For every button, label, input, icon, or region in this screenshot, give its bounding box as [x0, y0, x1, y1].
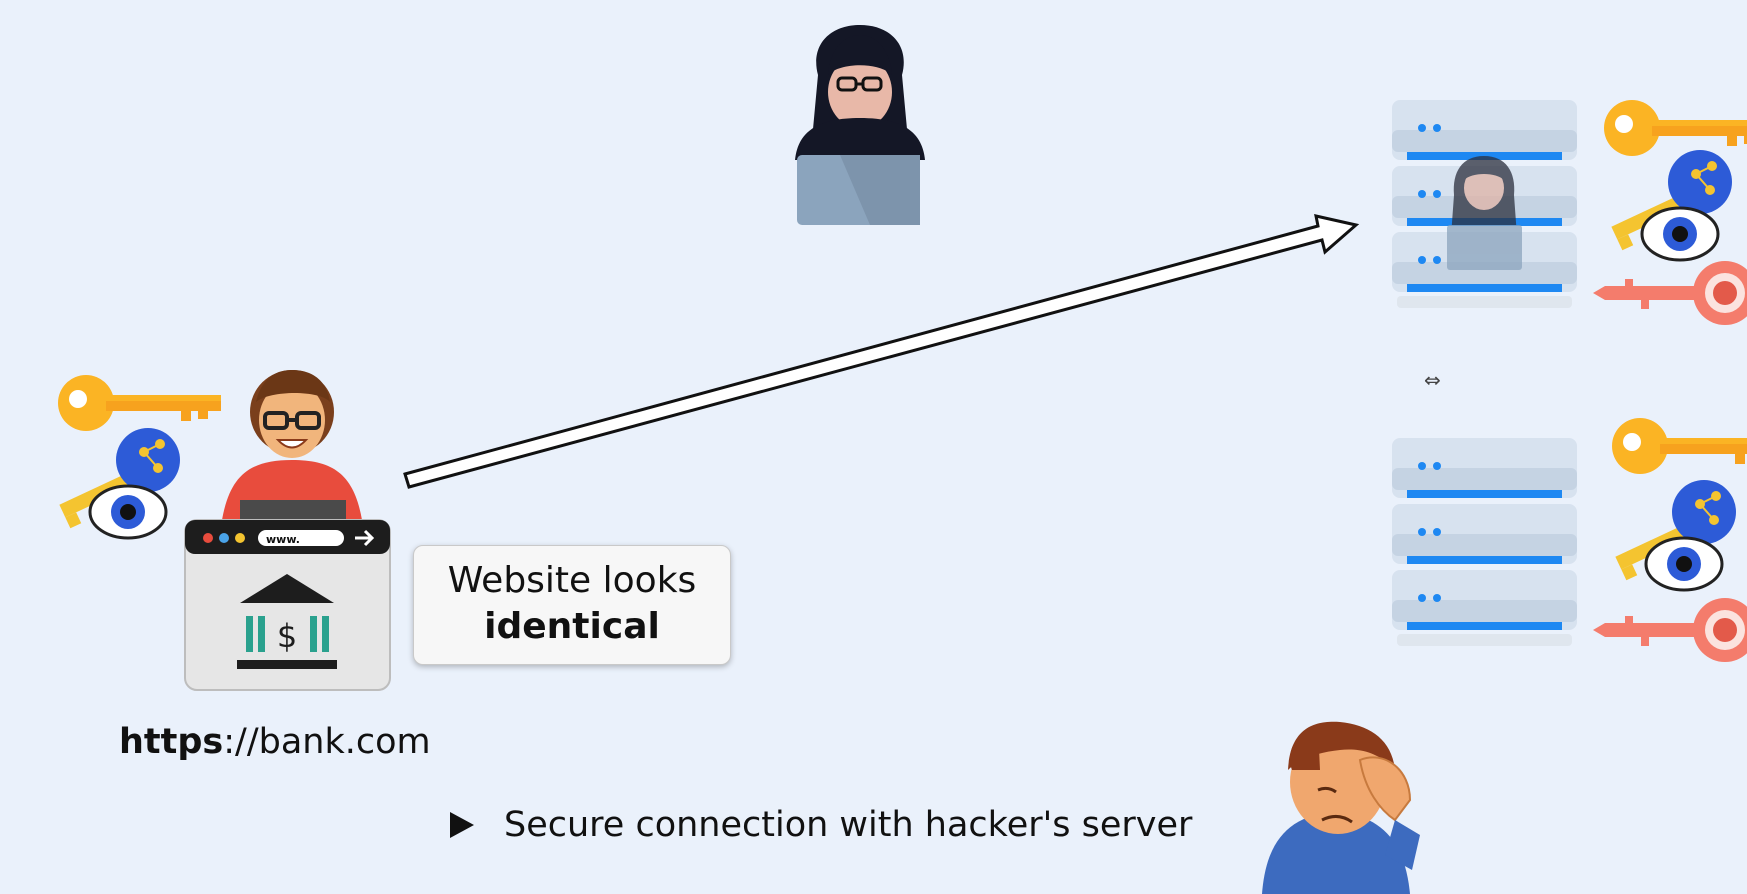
hacker-server-stack-icon — [1392, 100, 1577, 308]
user-yellow-key-icon — [58, 375, 221, 431]
url-rest: ://bank.com — [223, 722, 431, 762]
identical-website-callout: Website looks identical — [413, 545, 731, 665]
url-scheme: https — [119, 722, 224, 762]
hacker-spy-key-icon — [1609, 148, 1734, 262]
stressed-person-icon — [1262, 721, 1420, 894]
user-spy-key-icon — [57, 426, 182, 540]
browser-address-text: www. — [266, 533, 300, 546]
secure-connection-bullet: Secure connection with hacker's server — [450, 805, 1192, 845]
hacker-at-laptop-icon — [795, 25, 925, 225]
bank-url-label: https://bank.com — [119, 722, 431, 762]
bank-spy-key-icon — [1613, 478, 1738, 592]
bullet-triangle-icon — [450, 812, 474, 838]
hacker-yellow-key-icon — [1604, 100, 1747, 156]
bank-dollar-sign: $ — [277, 617, 297, 655]
bullet-text: Secure connection with hacker's server — [504, 805, 1193, 845]
bank-yellow-key-icon — [1612, 418, 1747, 474]
user-with-browser-icon: www. $ — [184, 370, 391, 691]
callout-line-1: Website looks — [447, 560, 697, 601]
bank-server-stack-icon — [1392, 438, 1577, 646]
hacker-red-key-icon — [1593, 261, 1747, 325]
bank-red-key-icon — [1593, 598, 1747, 662]
callout-line-2: identical — [484, 606, 660, 647]
connection-arrow — [403, 214, 1360, 489]
resize-cursor-icon: ⇔ — [1424, 368, 1441, 392]
